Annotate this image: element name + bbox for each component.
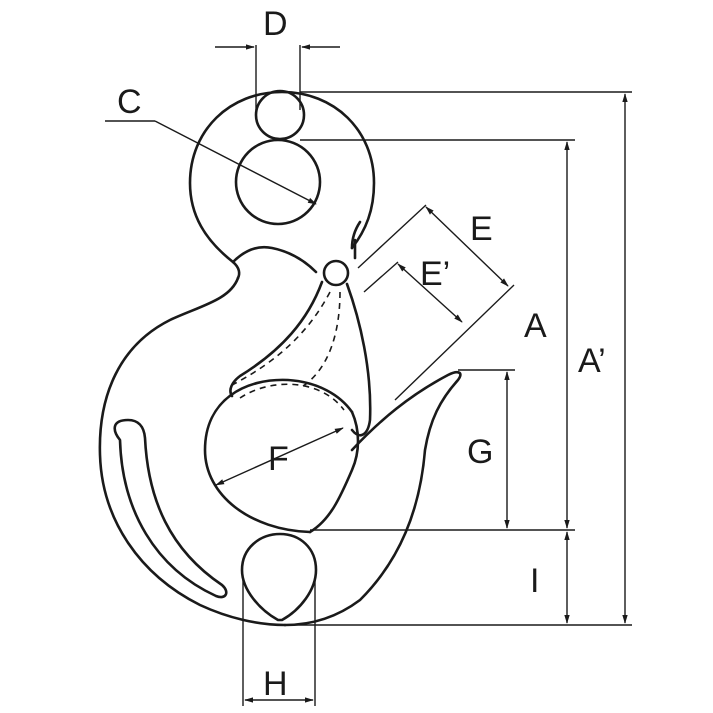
neck-right-edge — [350, 220, 362, 250]
dimension-labels: D C E E’ A A’ G F I H — [117, 5, 606, 703]
top-link-ring — [254, 89, 306, 141]
label-c: C — [117, 83, 142, 121]
e-ext-bottom — [394, 284, 515, 401]
latch-pivot — [322, 259, 350, 287]
label-g: G — [467, 433, 493, 471]
label-d: D — [263, 5, 288, 43]
latch-arm-outer — [229, 280, 324, 398]
label-e-prime: E’ — [420, 255, 450, 293]
label-f: F — [268, 440, 289, 478]
back-slot — [113, 418, 228, 599]
c-leader — [154, 120, 317, 205]
eye-outer-outline — [188, 90, 376, 264]
eye-hole — [234, 138, 322, 226]
label-a: A — [524, 307, 547, 345]
e-dim — [425, 206, 509, 287]
safety-latch — [229, 238, 372, 437]
label-a-prime: A’ — [578, 342, 606, 380]
hook-body — [98, 89, 462, 627]
neck-curve — [231, 260, 241, 280]
dimension-lines — [105, 44, 632, 706]
latch-open-arc — [239, 383, 345, 411]
e-prime-dim — [397, 263, 463, 323]
hook-tip — [283, 370, 462, 627]
latch-hidden-edge-1 — [231, 291, 331, 386]
label-h: H — [263, 665, 288, 703]
latch-arm-inner — [345, 282, 372, 437]
label-e: E — [470, 210, 493, 248]
hook-back-outline — [98, 245, 318, 627]
hook-inner-throat — [203, 378, 354, 534]
f-dim — [215, 427, 344, 486]
hook-inner-right — [308, 410, 360, 534]
e-ext-top — [357, 204, 427, 269]
e-prime-ext-top — [363, 261, 399, 293]
label-i: I — [530, 562, 539, 600]
latch-hidden-edge-2 — [299, 291, 341, 389]
bottom-swivel — [240, 532, 318, 622]
